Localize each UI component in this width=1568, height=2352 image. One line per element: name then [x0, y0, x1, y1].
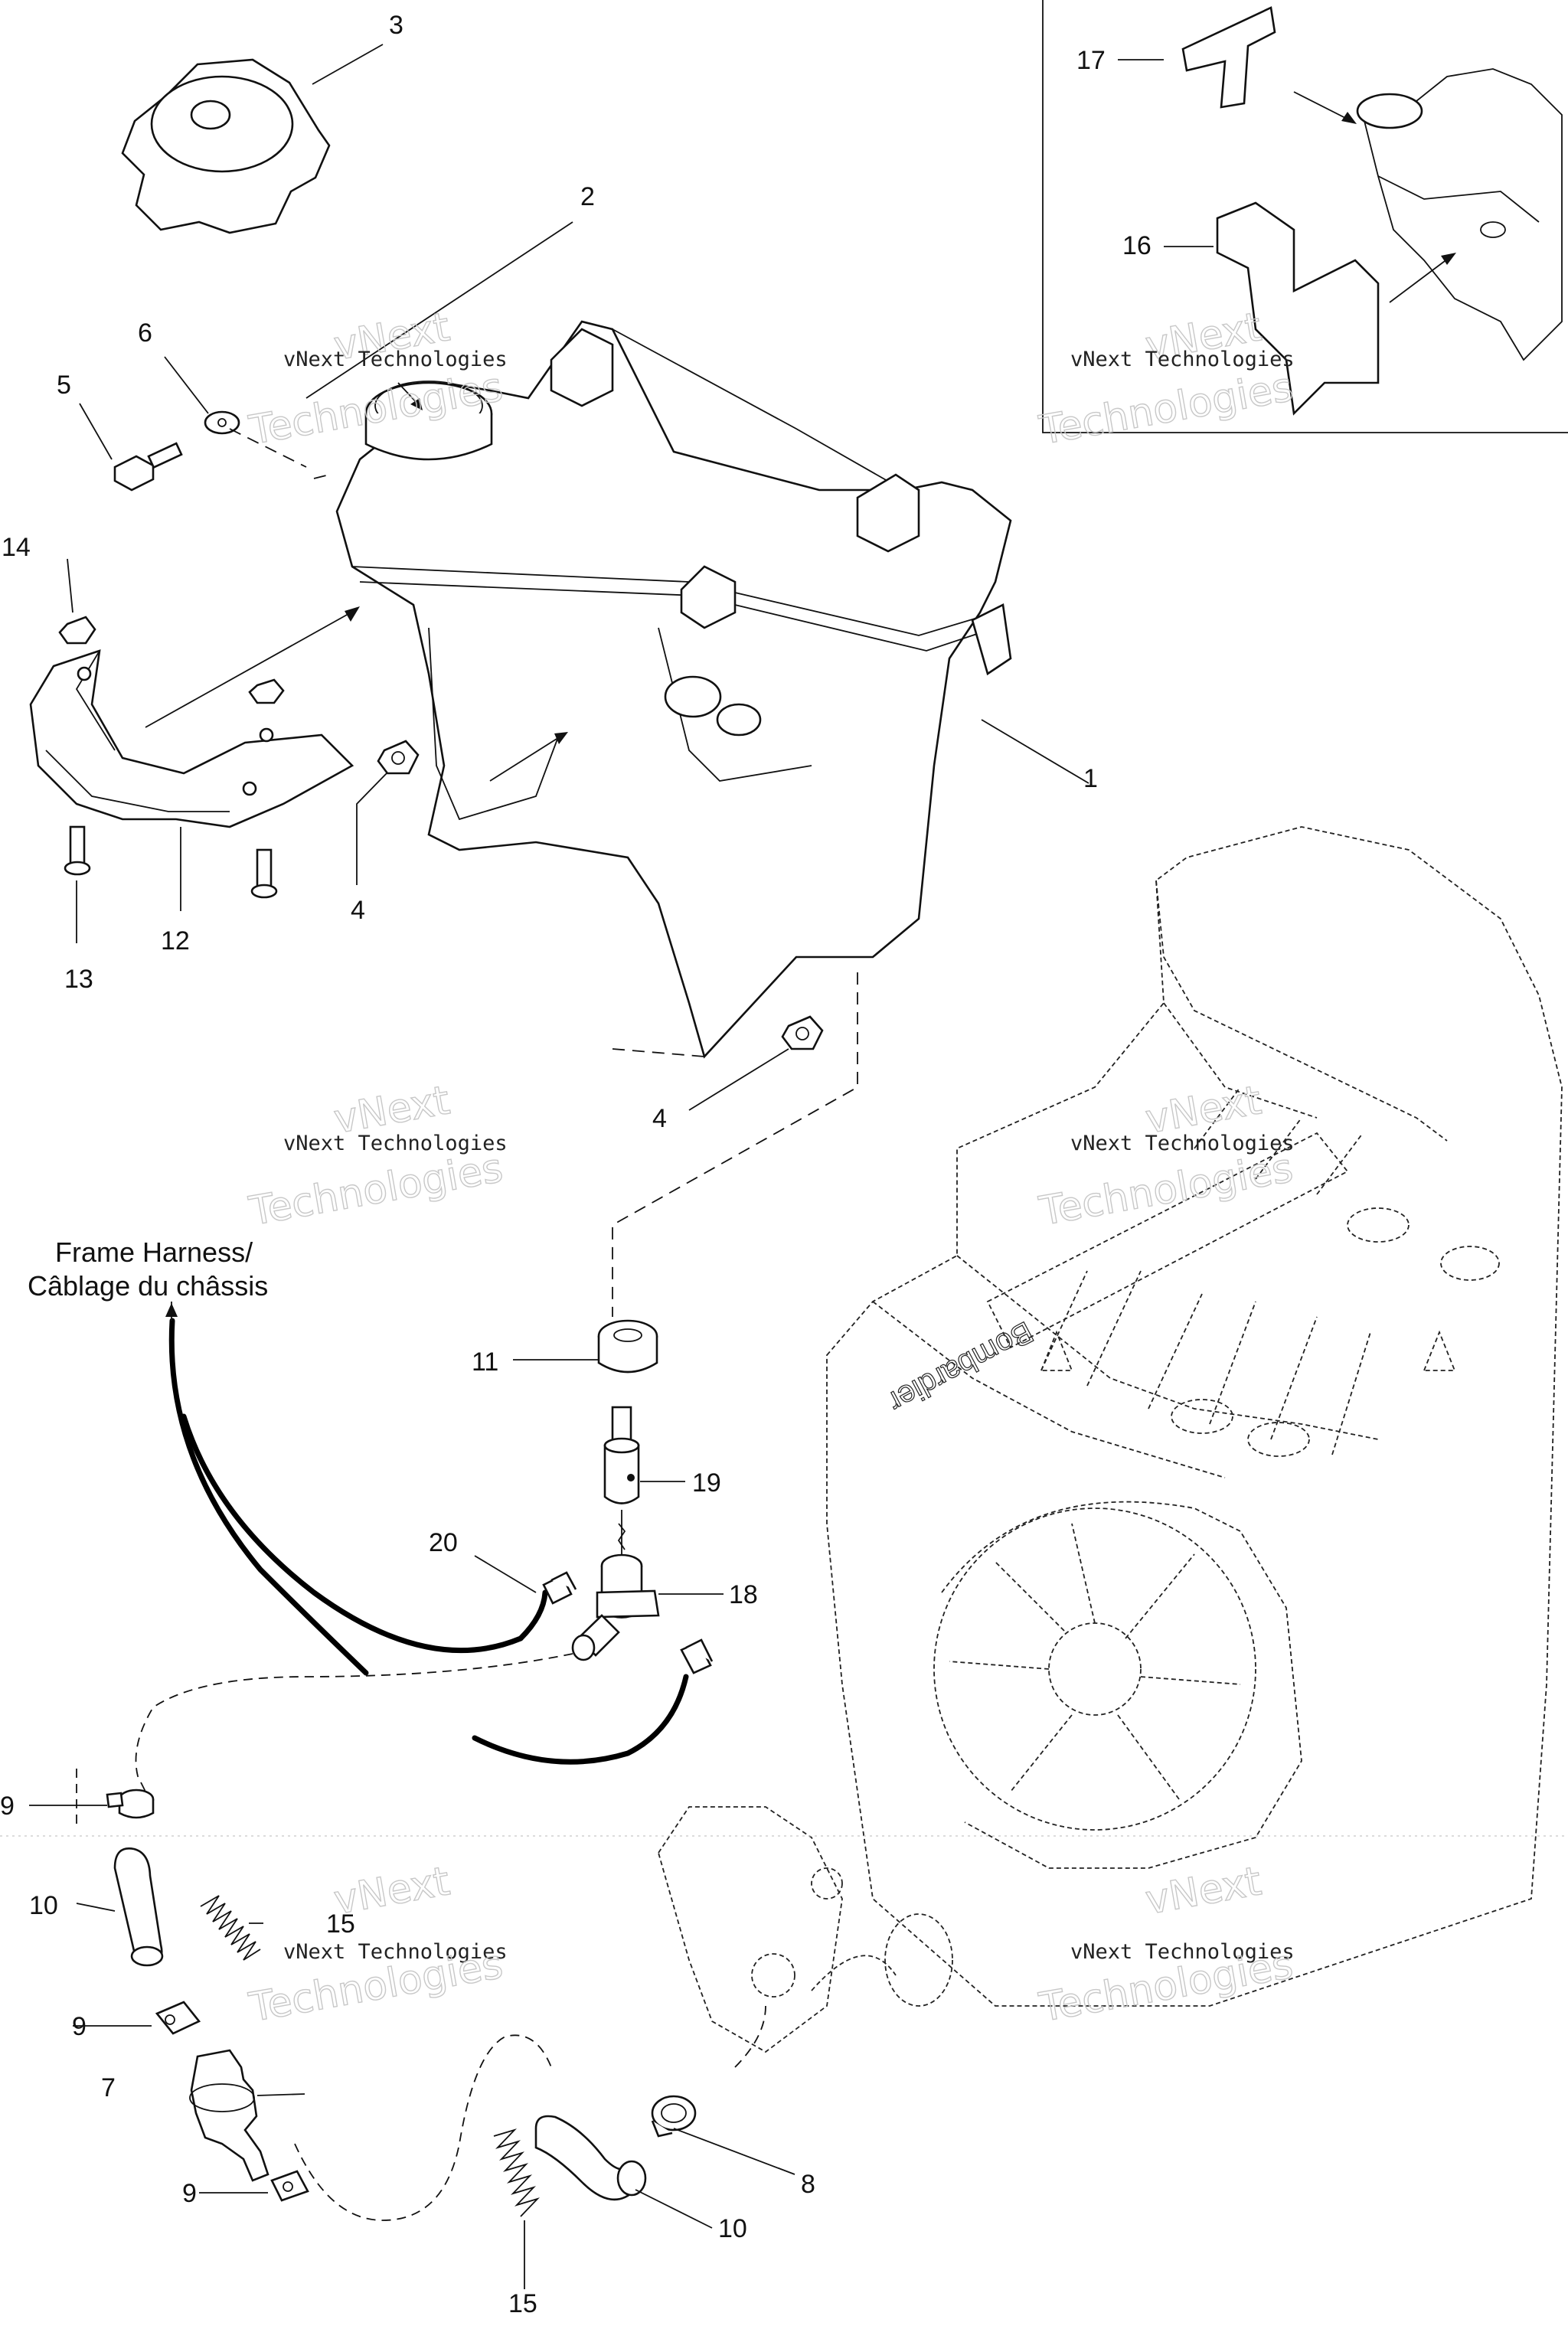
watermark-small-3: vNext Technologies	[283, 1132, 508, 1155]
callout-19: 19	[692, 1468, 721, 1498]
callout-16: 16	[1122, 231, 1152, 260]
harness-label-line1: Frame Harness/	[55, 1236, 253, 1268]
callout-12: 12	[161, 926, 190, 956]
heat-shield	[29, 649, 354, 828]
watermark-small-2: vNext Technologies	[1070, 348, 1295, 371]
filler-cap	[121, 58, 331, 234]
shield-nut-2	[248, 678, 285, 704]
callout-2: 2	[580, 182, 595, 211]
watermark-big-5: vNext	[331, 1858, 453, 1923]
callout-14: 14	[2, 533, 31, 562]
tee-fitting	[571, 1553, 660, 1661]
pump-clamp	[651, 2095, 697, 2138]
watermark-small-5: vNext Technologies	[283, 1940, 508, 1964]
callout-17: 17	[1076, 46, 1106, 75]
decal-17	[1181, 6, 1276, 109]
watermark-small-6: vNext Technologies	[1070, 1940, 1295, 1964]
watermark-small-1: vNext Technologies	[283, 348, 508, 371]
callout-11: 11	[472, 1348, 498, 1377]
harness-label-line2: Câblage du châssis	[28, 1270, 268, 1302]
harness-label: Frame Harness/ Câblage du châssis	[28, 1236, 268, 1302]
tank-nut-lower	[781, 1015, 824, 1050]
callout-15-upper: 15	[326, 1909, 355, 1939]
watermark-big-6: vNext	[1142, 1858, 1265, 1923]
callout-10-upper: 10	[29, 1891, 58, 1920]
callout-5: 5	[57, 371, 71, 400]
hose-clamp-3	[270, 2170, 309, 2202]
watermark-big-2b: Technologies	[1036, 364, 1296, 454]
watermark-3: vNext vNext Technologies Technologies	[245, 1077, 508, 1236]
watermark-small-4: vNext Technologies	[1070, 1132, 1295, 1155]
hose-clamp-2	[155, 2001, 201, 2035]
callout-numbers: 1 2 3 4 4 5 6 7 8 9 9 9 10 10 11 12 13 1…	[0, 11, 1152, 2318]
tank-nut-upper	[377, 740, 420, 775]
tank-washer	[204, 410, 240, 435]
connector-2	[680, 1638, 714, 1674]
shield-bolt-2	[250, 848, 278, 899]
shield-nut	[58, 616, 96, 645]
callout-13: 13	[64, 965, 93, 994]
tank-bolt	[113, 442, 183, 492]
leader-lines	[29, 44, 1214, 2289]
callout-6: 6	[138, 318, 152, 348]
oil-lines	[76, 428, 858, 2221]
frame-harness	[165, 1302, 689, 1765]
callout-4-lower: 4	[652, 1104, 667, 1133]
connector	[542, 1571, 577, 1605]
callout-10-lower: 10	[718, 2214, 747, 2243]
oil-filter	[189, 2049, 270, 2182]
callout-1: 1	[1083, 764, 1098, 793]
watermark-big-3b: Technologies	[246, 1145, 506, 1235]
callout-9-lower: 9	[182, 2179, 197, 2208]
hose-clamp	[106, 1788, 155, 1819]
callout-9-upper: 9	[0, 1792, 15, 1821]
callout-4-upper: 4	[351, 896, 365, 925]
oil-level-sensor	[603, 1406, 640, 1554]
decal-16	[1216, 201, 1380, 416]
watermark-big-4b: Technologies	[1036, 1145, 1296, 1235]
oil-hose-2	[534, 2115, 647, 2201]
inset-tank	[1356, 68, 1563, 361]
callout-3: 3	[389, 11, 403, 40]
callout-8: 8	[801, 2170, 815, 2199]
watermark-4: vNext vNext Technologies Technologies	[1035, 1077, 1297, 1236]
hose-spring-2	[493, 2128, 540, 2217]
direction-arrows	[145, 91, 1456, 782]
callout-9-middle: 9	[72, 2012, 87, 2041]
watermark-2: vNext vNext Technologies Technologies	[1035, 304, 1297, 455]
watermark-5: vNext vNext Technologies Technologies	[245, 1858, 508, 2032]
shield-bolt	[64, 825, 91, 876]
engine	[658, 826, 1563, 2053]
callout-7: 7	[101, 2073, 116, 2102]
grommet	[597, 1319, 658, 1374]
callout-20: 20	[429, 1528, 458, 1557]
engine-brand: Bombardier	[883, 1315, 1038, 1419]
hose-spring	[200, 1895, 261, 1961]
callout-18: 18	[729, 1580, 758, 1609]
inset-frame	[1042, 0, 1568, 433]
callout-15-lower: 15	[508, 2289, 537, 2318]
watermark-6: vNext vNext Technologies Technologies	[1035, 1858, 1297, 2032]
oil-hose	[113, 1847, 164, 1967]
oil-tank	[335, 320, 1012, 1059]
